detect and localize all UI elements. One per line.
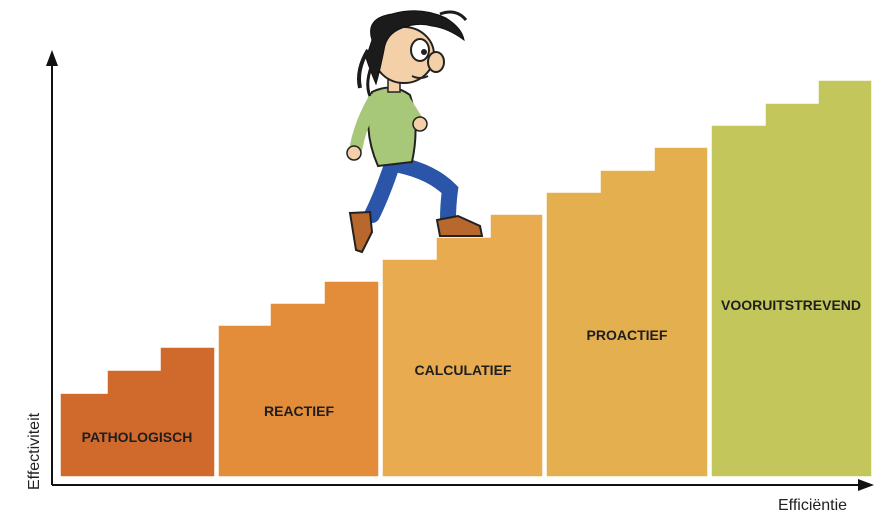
shoe-icon (435, 214, 484, 237)
stage-proactief: PROACTIEF (545, 146, 709, 478)
stage-vooruitstrevend: VOORUITSTREVEND (710, 79, 873, 478)
stage-reactief: REACTIEF (217, 280, 380, 478)
stage-calculatief: CALCULATIEF (381, 213, 544, 478)
stage-label: PROACTIEF (587, 327, 668, 343)
y-axis (46, 50, 58, 485)
stage-block (59, 346, 216, 478)
stage-block (217, 280, 380, 478)
x-axis-arrow-icon (858, 479, 874, 491)
y-axis-arrow-icon (46, 50, 58, 66)
stage-label: CALCULATIEF (415, 362, 512, 378)
stage-pathologisch: PATHOLOGISCH (59, 346, 216, 478)
x-axis (52, 479, 874, 491)
shoe-icon (348, 210, 374, 254)
stage-label: VOORUITSTREVEND (721, 297, 861, 313)
x-axis-label: Efficiëntie (778, 497, 847, 514)
stage-label: PATHOLOGISCH (82, 429, 193, 445)
y-axis-label: Effectiviteit (26, 412, 43, 490)
walking-character-illustration (346, 10, 484, 254)
stage-block (710, 79, 873, 478)
stage-block (545, 146, 709, 478)
stage-block (381, 213, 544, 478)
stage-label: REACTIEF (264, 403, 334, 419)
